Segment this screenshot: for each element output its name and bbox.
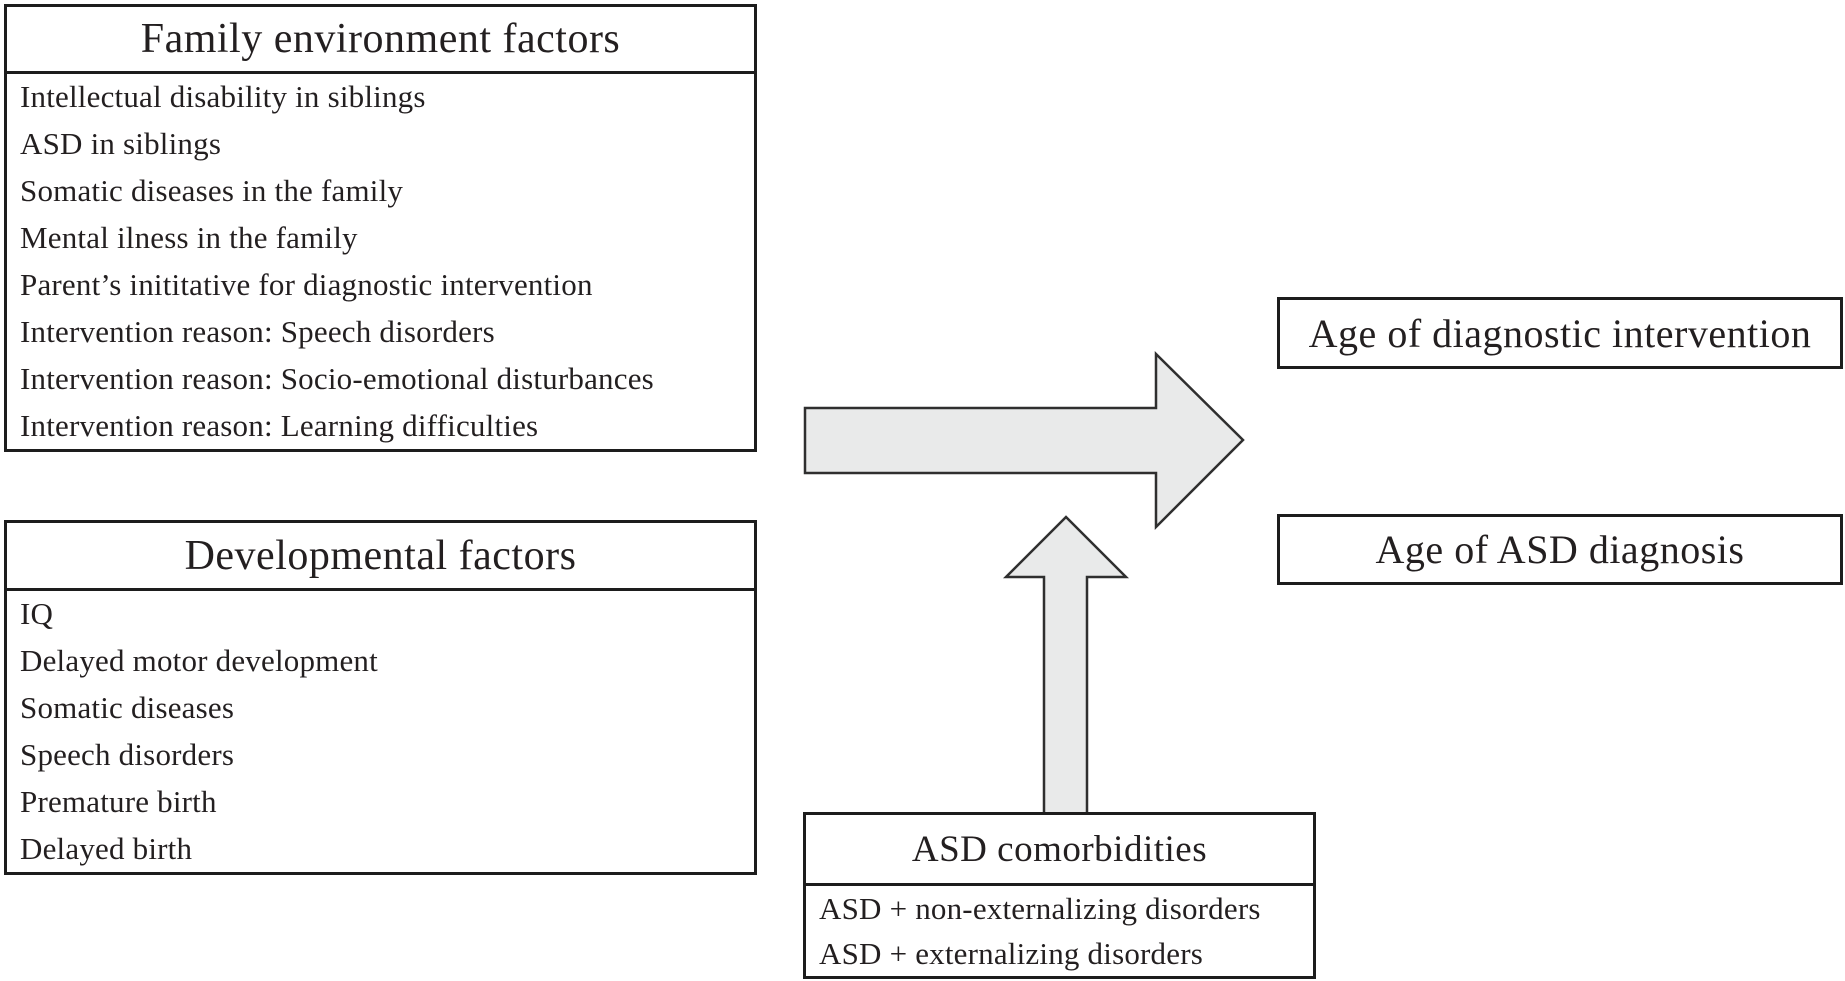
list-item: Parent’s inititative for diagnostic inte… (20, 266, 593, 302)
comorbidities-box-title: ASD comorbidities (806, 815, 1313, 886)
list-item: Delayed motor development (20, 643, 378, 679)
up-arrow-icon (1002, 515, 1130, 816)
list-item: Intellectual disability in siblings (20, 79, 426, 115)
family-box-title: Family environment factors (7, 7, 754, 74)
right-arrow-icon (803, 351, 1245, 531)
list-item: Somatic diseases (20, 690, 235, 726)
list-item: Intervention reason: Socio-emotional dis… (20, 360, 654, 396)
list-item: ASD + externalizing disorders (819, 935, 1204, 971)
list-item: Mental ilness in the family (20, 220, 358, 256)
developmental-factors-box: Developmental factors IQ Delayed motor d… (4, 520, 757, 875)
age-of-diagnostic-intervention-box: Age of diagnostic intervention (1277, 297, 1843, 369)
list-item: Delayed birth (20, 830, 193, 866)
developmental-box-title: Developmental factors (7, 523, 754, 591)
asd-comorbidities-box: ASD comorbidities ASD + non-externalizin… (803, 812, 1316, 979)
list-item: Intervention reason: Speech disorders (20, 313, 495, 349)
list-item: ASD in siblings (20, 126, 222, 162)
developmental-box-list: IQ Delayed motor development Somatic dis… (7, 591, 754, 872)
comorbidities-box-list: ASD + non-externalizing disorders ASD + … (806, 886, 1313, 976)
age-of-asd-diagnosis-box: Age of ASD diagnosis (1277, 514, 1843, 585)
family-box-list: Intellectual disability in siblings ASD … (7, 74, 754, 449)
list-item: ASD + non-externalizing disorders (819, 890, 1261, 926)
list-item: IQ (20, 596, 54, 632)
family-environment-factors-box: Family environment factors Intellectual … (4, 4, 757, 452)
list-item: Premature birth (20, 783, 217, 819)
list-item: Speech disorders (20, 736, 235, 772)
list-item: Intervention reason: Learning difficulti… (20, 407, 539, 443)
list-item: Somatic diseases in the family (20, 173, 404, 209)
